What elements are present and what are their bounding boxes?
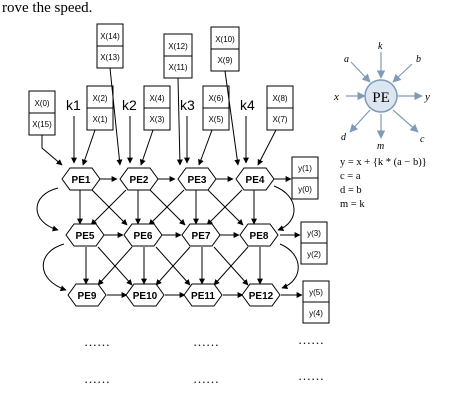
input-box-top: X(6) bbox=[208, 94, 223, 103]
ellipsis: …… bbox=[193, 371, 219, 386]
pe-hexagon bbox=[183, 283, 223, 307]
input-box-bottom: X(3) bbox=[149, 115, 164, 124]
input-box: X(4) X(3) bbox=[143, 85, 171, 131]
pe-hexagon bbox=[123, 223, 163, 247]
input-box-bottom: X(7) bbox=[272, 115, 287, 124]
input-box-top: X(10) bbox=[215, 35, 235, 44]
output-boxes: y(1) y(0) y(3) y(2) y(5) y(4) bbox=[291, 156, 330, 324]
input-box-top: X(8) bbox=[272, 94, 287, 103]
legend-equation: c = a bbox=[340, 171, 361, 182]
pe-label: PE2 bbox=[130, 175, 149, 186]
ellipsis: …… bbox=[84, 334, 110, 349]
input-box: X(0) X(15) bbox=[28, 90, 56, 136]
output-box: y(1) y(0) bbox=[291, 156, 319, 200]
pe-label: PE10 bbox=[133, 291, 158, 302]
output-box: y(5) y(4) bbox=[302, 280, 330, 324]
output-box: y(3) y(2) bbox=[300, 221, 328, 265]
input-box-top: X(14) bbox=[100, 32, 120, 41]
input-box: X(6) X(5) bbox=[202, 85, 230, 131]
ellipsis: …… bbox=[298, 368, 324, 383]
pe-label: PE1 bbox=[72, 175, 91, 186]
legend-equation: d = b bbox=[340, 185, 362, 196]
input-box: X(10) X(9) bbox=[210, 26, 240, 72]
legend-input-k: k bbox=[378, 41, 383, 52]
legend-output-m: m bbox=[377, 141, 384, 152]
pe-hexagon bbox=[177, 167, 217, 191]
header-text: rove the speed. bbox=[2, 0, 92, 16]
legend-output-d: d bbox=[341, 132, 347, 143]
output-box-top: y(1) bbox=[298, 164, 312, 173]
legend-equation: m = k bbox=[340, 199, 365, 210]
legend-equation: y = x + {k * (a − b)} bbox=[340, 157, 427, 168]
legend-input-a: a bbox=[344, 54, 349, 65]
input-box: X(2) X(1) bbox=[86, 85, 114, 131]
pe-connections bbox=[36, 176, 303, 298]
ellipsis-rows: …… …… …… …… …… …… bbox=[84, 332, 324, 386]
pe-label: PE6 bbox=[134, 231, 153, 242]
ellipsis: …… bbox=[84, 371, 110, 386]
ellipsis: …… bbox=[193, 334, 219, 349]
pe-legend: PE a k b x y d m c y = x + {k * (a − b)}… bbox=[333, 41, 430, 210]
pe-hexagon bbox=[67, 283, 107, 307]
pe-hexagon bbox=[65, 223, 105, 247]
k-label-3: k3 bbox=[180, 97, 195, 113]
input-box-bottom: X(13) bbox=[100, 53, 120, 62]
k-label-1: k1 bbox=[66, 97, 81, 113]
output-box-top: y(3) bbox=[307, 229, 321, 238]
pe-label: PE11 bbox=[191, 291, 215, 302]
output-box-bottom: y(0) bbox=[298, 185, 312, 194]
k-labels: k1 k2 k3 k4 bbox=[66, 97, 255, 113]
input-box-top: X(4) bbox=[149, 94, 164, 103]
input-box-bottom: X(11) bbox=[169, 63, 188, 72]
pe-hexagon bbox=[235, 167, 275, 191]
pe-label: PE8 bbox=[250, 231, 269, 242]
legend-input-b: b bbox=[416, 54, 421, 65]
ellipsis: …… bbox=[298, 332, 324, 347]
output-box-bottom: y(4) bbox=[309, 309, 323, 318]
output-box-bottom: y(2) bbox=[307, 250, 321, 259]
input-box-bottom: X(5) bbox=[208, 115, 223, 124]
pe-label: PE5 bbox=[76, 231, 95, 242]
input-box: X(14) X(13) bbox=[96, 23, 124, 69]
input-box: X(12) X(11) bbox=[163, 33, 193, 79]
k-label-4: k4 bbox=[240, 97, 255, 113]
pe-hexagon bbox=[119, 167, 159, 191]
input-feed-lines bbox=[41, 67, 277, 166]
input-box-top: X(2) bbox=[92, 94, 107, 103]
pe-row-2: PE5 PE6 PE7 PE8 bbox=[65, 223, 279, 247]
output-box-top: y(5) bbox=[309, 288, 323, 297]
legend-output-y: y bbox=[424, 91, 430, 103]
pe-hexagon bbox=[181, 223, 221, 247]
pe-row-3: PE9 PE10 PE11 PE12 bbox=[67, 283, 281, 307]
pe-hexagon bbox=[239, 223, 279, 247]
legend-input-x: x bbox=[333, 91, 339, 103]
input-box-bottom: X(15) bbox=[32, 120, 52, 129]
pe-hexagon bbox=[125, 283, 165, 307]
pe-hexagon bbox=[61, 167, 101, 191]
input-box-bottom: X(9) bbox=[217, 56, 232, 65]
input-boxes: X(0) X(15) X(2) X(1) X(14) X(13) X(4) X(… bbox=[28, 23, 294, 136]
pe-label: PE4 bbox=[246, 175, 265, 186]
pe-legend-circle bbox=[364, 79, 398, 113]
pe-label: PE7 bbox=[192, 231, 211, 242]
pe-label: PE12 bbox=[249, 291, 274, 302]
pe-legend-label: PE bbox=[372, 90, 390, 106]
input-box-top: X(0) bbox=[34, 99, 49, 108]
pe-label: PE3 bbox=[188, 175, 207, 186]
pe-row-1: PE1 PE2 PE3 PE4 bbox=[61, 167, 275, 191]
pe-label: PE9 bbox=[78, 291, 97, 302]
legend-output-c: c bbox=[420, 134, 425, 145]
pe-hexagon bbox=[241, 283, 281, 307]
input-box-top: X(12) bbox=[168, 42, 188, 51]
input-box: X(8) X(7) bbox=[266, 85, 294, 131]
input-box-bottom: X(1) bbox=[92, 115, 107, 124]
k-label-2: k2 bbox=[122, 97, 137, 113]
